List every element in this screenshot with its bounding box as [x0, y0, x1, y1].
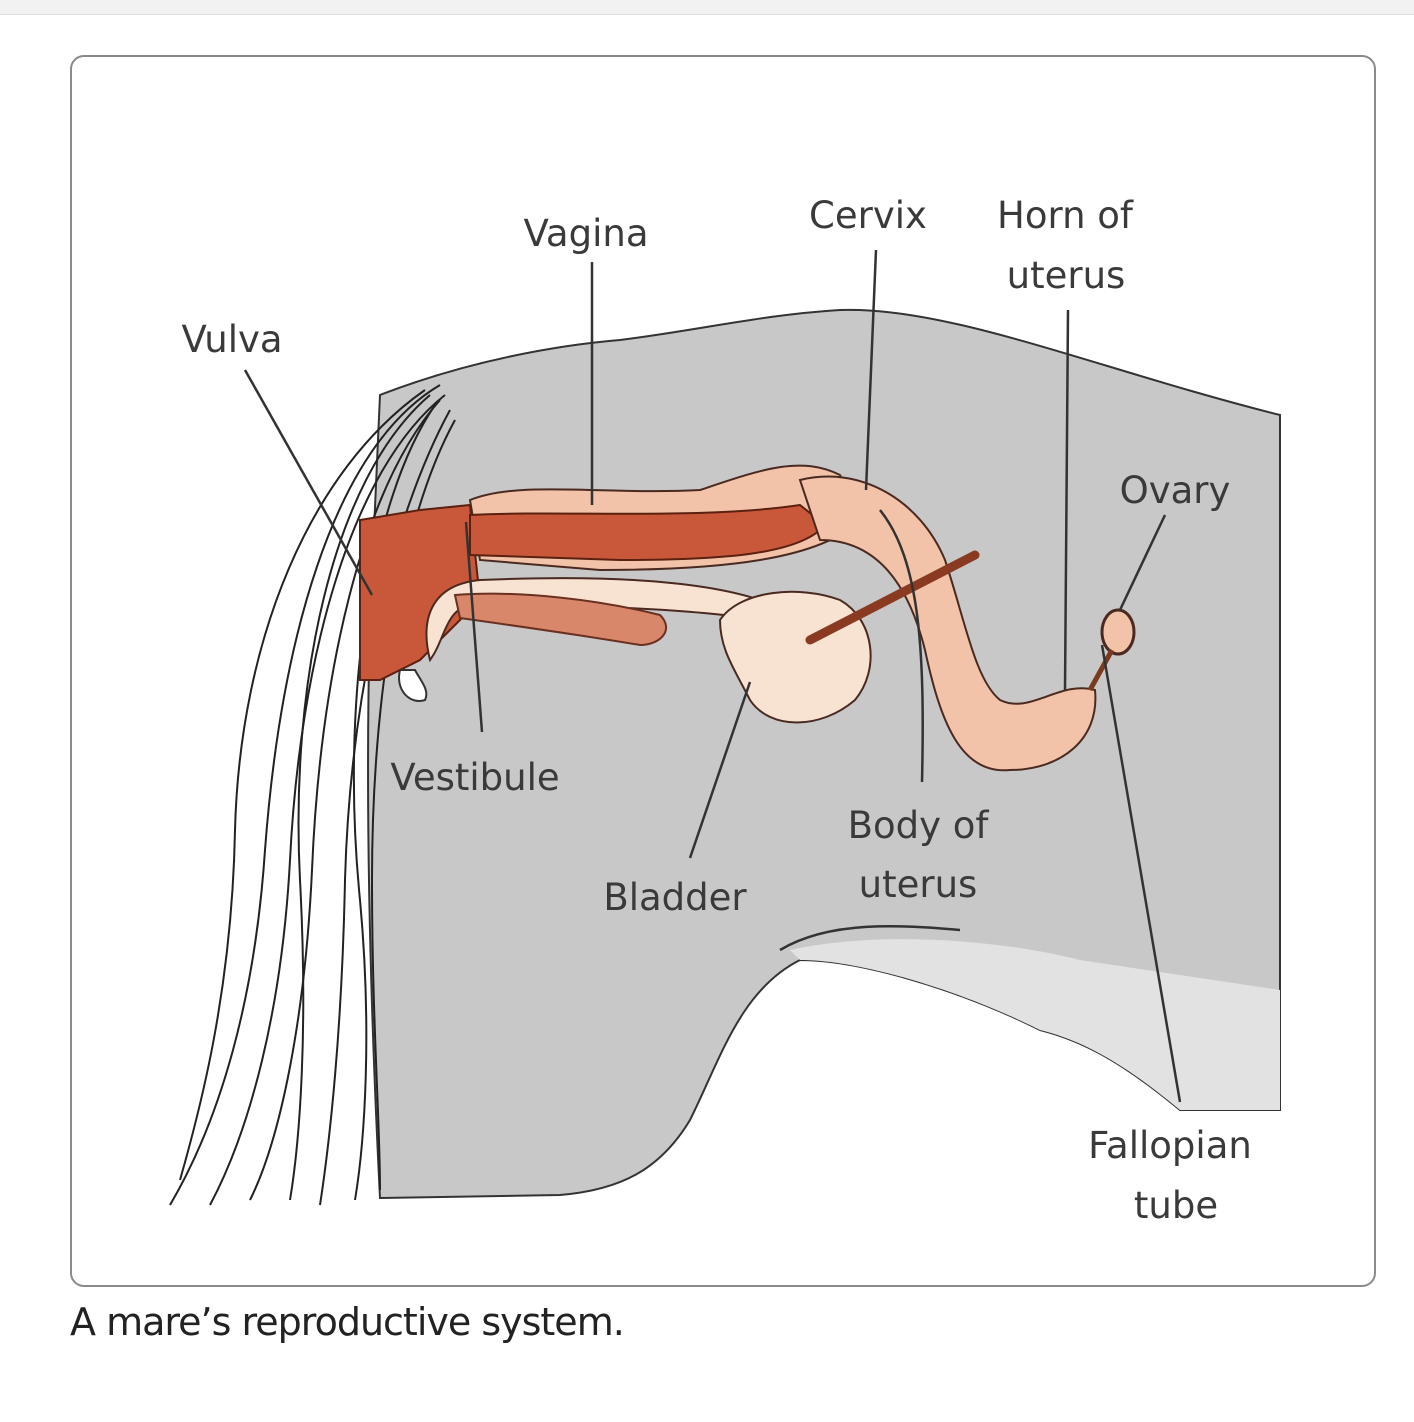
label-ovary: Ovary	[1120, 469, 1231, 512]
ligament	[805, 550, 980, 645]
tail	[169, 384, 456, 1206]
belly-edge	[779, 924, 961, 952]
label-cervix: Cervix	[809, 194, 927, 237]
fallopian-tube-shape	[1087, 648, 1115, 692]
vagina-inner	[469, 503, 827, 562]
top-border	[0, 0, 1414, 15]
ovary-shape	[1100, 608, 1136, 656]
label-body-of-uterus-line1: Body of	[848, 804, 990, 847]
figure-caption: A mare’s reproductive system.	[70, 1300, 625, 1344]
vulva-shape	[359, 503, 482, 681]
label-vagina: Vagina	[523, 212, 648, 255]
label-vulva: Vulva	[181, 318, 282, 361]
label-body-of-uterus-line2: uterus	[859, 863, 978, 906]
leader-lines	[243, 249, 1182, 1103]
label-vestibule: Vestibule	[390, 756, 559, 799]
label-fallopian-tube-line2: tube	[1134, 1184, 1218, 1227]
rectum-section	[453, 592, 668, 647]
label-horn-of-uterus-line2: uterus	[1007, 254, 1126, 297]
vulva-fold	[398, 669, 428, 702]
label-fallopian-tube-line1: Fallopian	[1088, 1124, 1252, 1167]
label-bladder: Bladder	[603, 876, 747, 919]
uterus	[798, 475, 1097, 772]
label-horn-of-uterus-line1: Horn of	[997, 194, 1134, 237]
belly-shade	[790, 939, 1280, 1110]
